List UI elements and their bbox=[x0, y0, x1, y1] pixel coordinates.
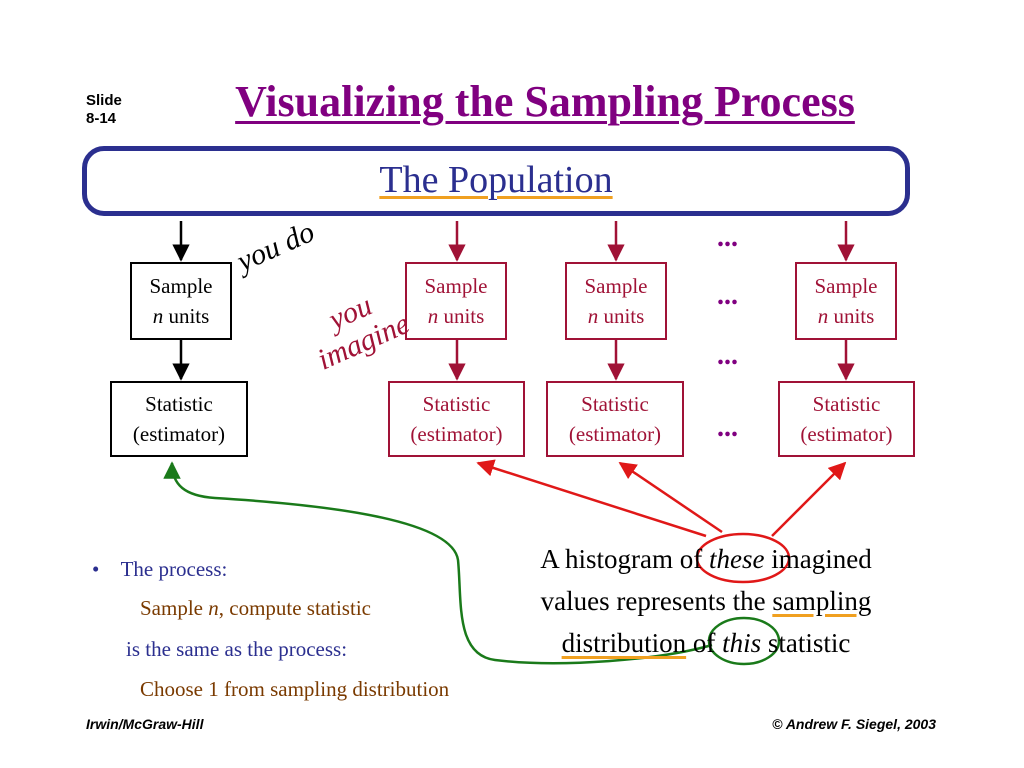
sample-word: Sample bbox=[814, 274, 878, 298]
population-label: The Population bbox=[82, 158, 910, 202]
statistic-box-imagined-1: Statistic (estimator) bbox=[388, 381, 525, 457]
arrow-these-to-stat-2 bbox=[476, 459, 707, 538]
ellipsis-4: ... bbox=[717, 412, 738, 443]
sample-units: units bbox=[163, 304, 210, 328]
arrow-this-to-stat-1 bbox=[163, 461, 713, 665]
sample-word: Sample bbox=[424, 274, 488, 298]
bullet-line-4: Choose 1 from sampling distribution bbox=[140, 677, 450, 701]
footer-publisher: Irwin/McGraw-Hill bbox=[86, 716, 204, 732]
statistic-estimator: (estimator) bbox=[568, 422, 662, 446]
statistic-box-imagined-2: Statistic (estimator) bbox=[546, 381, 684, 457]
hist-sampling: sampling bbox=[772, 586, 872, 616]
ellipsis-3: ... bbox=[717, 340, 738, 371]
sample-n: n bbox=[817, 304, 829, 328]
hist-these: these bbox=[709, 544, 765, 574]
histogram-line-2: values represents the sampling bbox=[478, 580, 934, 622]
statistic-word: Statistic bbox=[145, 392, 213, 416]
statistic-estimator: (estimator) bbox=[410, 422, 503, 446]
bullet-line-1: • The process: bbox=[92, 557, 227, 582]
statistic-word: Statistic bbox=[812, 392, 881, 416]
sample-word: Sample bbox=[584, 274, 648, 298]
bullet-compute: , compute statistic bbox=[218, 596, 371, 620]
statistic-box-imagined-3: Statistic (estimator) bbox=[778, 381, 915, 457]
sample-box-imagined-3: Sample n units bbox=[795, 262, 897, 340]
hist-this: this bbox=[722, 628, 762, 658]
histogram-line-3: distribution of this statistic bbox=[478, 622, 934, 664]
hist-b: imagined bbox=[764, 544, 872, 574]
bullet-line-3: is the same as the process: bbox=[126, 637, 348, 661]
sample-units-line: n units bbox=[428, 301, 485, 331]
bullet-n: n bbox=[208, 596, 219, 620]
statistic-estimator: (estimator) bbox=[800, 422, 893, 446]
footer-copyright: © Andrew F. Siegel, 2003 bbox=[772, 716, 936, 732]
sample-units-line: n units bbox=[153, 301, 210, 331]
sample-units-line: n units bbox=[818, 301, 875, 331]
sample-box-imagined-2: Sample n units bbox=[565, 262, 667, 340]
hist-d: of bbox=[686, 628, 723, 658]
these-circle bbox=[695, 532, 791, 584]
histogram-line-1: A histogram of these imagined bbox=[478, 538, 934, 580]
statistic-box-you-do: Statistic (estimator) bbox=[110, 381, 248, 457]
sample-n: n bbox=[427, 304, 439, 328]
hist-c: values represents the bbox=[540, 586, 773, 616]
statistic-word: Statistic bbox=[581, 392, 649, 416]
population-text: The Population bbox=[379, 159, 613, 201]
slide-id: 8-14 bbox=[86, 110, 117, 127]
bullet-process: The process: bbox=[120, 557, 228, 581]
sample-box-you-do: Sample n units bbox=[130, 262, 232, 340]
sample-n: n bbox=[587, 304, 599, 328]
sample-box-imagined-1: Sample n units bbox=[405, 262, 507, 340]
arrow-these-to-stat-3 bbox=[618, 461, 723, 534]
arrow-these-to-stat-4 bbox=[771, 461, 847, 537]
slide-label: Slide bbox=[86, 92, 122, 109]
ellipsis-1: ... bbox=[717, 222, 738, 253]
sample-units: units bbox=[438, 304, 485, 328]
sample-units: units bbox=[598, 304, 645, 328]
bullet-line-2: Sample n, compute statistic bbox=[140, 596, 371, 621]
sample-units-line: n units bbox=[588, 301, 645, 331]
hist-distribution: distribution bbox=[561, 628, 687, 658]
sample-units: units bbox=[828, 304, 875, 328]
slide-title: Visualizing the Sampling Process bbox=[235, 77, 855, 126]
hist-e: statistic bbox=[761, 628, 851, 658]
population-box bbox=[82, 146, 910, 216]
statistic-estimator: (estimator) bbox=[132, 422, 226, 446]
sample-n: n bbox=[152, 304, 164, 328]
sample-word: Sample bbox=[149, 274, 213, 298]
this-circle bbox=[707, 616, 781, 666]
statistic-word: Statistic bbox=[422, 392, 491, 416]
histogram-explanation: A histogram of these imagined values rep… bbox=[478, 538, 934, 664]
hist-a: A histogram of bbox=[540, 544, 710, 574]
slide-number: Slide 8-14 bbox=[86, 92, 122, 128]
bullet-marker: • bbox=[92, 557, 100, 581]
bullet-sample: Sample bbox=[140, 596, 209, 620]
ellipsis-2: ... bbox=[717, 280, 738, 311]
